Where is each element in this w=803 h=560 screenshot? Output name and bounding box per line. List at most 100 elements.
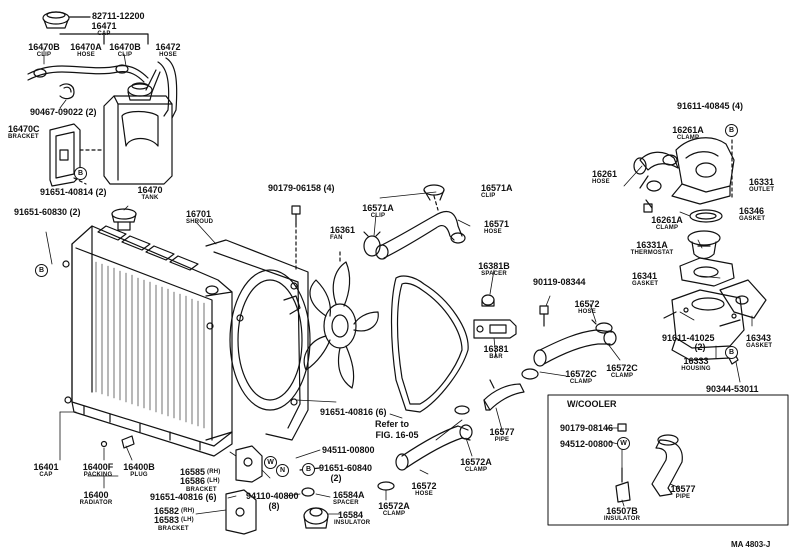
part-name-16331: OUTLET bbox=[749, 187, 775, 193]
part-name-16470B-right: CLIP bbox=[117, 52, 133, 58]
marker-b-tank: B bbox=[74, 167, 87, 180]
part-number-16577-cooler: 16577 bbox=[670, 484, 696, 494]
part-name-16572C-a: CLAMP bbox=[569, 379, 593, 385]
radiator-16400 bbox=[63, 209, 243, 456]
part-name-16400F: PACKING bbox=[83, 472, 113, 478]
part-name-16572-upper: HOSE bbox=[578, 309, 596, 315]
part-number-16572C-a: 16572C bbox=[565, 369, 597, 379]
part-number-16571A-upper: 16571A bbox=[481, 183, 513, 193]
thermostat-16331A bbox=[688, 231, 720, 259]
marker-w-bracket: W bbox=[264, 456, 277, 469]
upper-hose-16571 bbox=[376, 211, 465, 259]
part-number-16333: 16333 bbox=[683, 356, 709, 366]
marker-b-radiator: B bbox=[35, 264, 48, 277]
part-number-16381: 16381 bbox=[483, 344, 509, 354]
part-number-16381B: 16381B bbox=[478, 261, 510, 271]
part-number-16343: 16343 bbox=[746, 333, 772, 343]
part-name-16261A-lower: CLAMP bbox=[655, 225, 679, 231]
part-name-16381B: SPACER bbox=[481, 271, 507, 277]
part-number-16572A-lower: 16572A bbox=[378, 501, 410, 511]
part-number-90179-08146: 90179-08146 bbox=[560, 423, 614, 433]
part-name-16577: PIPE bbox=[494, 437, 510, 443]
part-name-16572C-b: CLAMP bbox=[610, 373, 634, 379]
cooler-inset-frame bbox=[548, 395, 788, 525]
part-name-16470: TANK bbox=[141, 195, 159, 201]
part-qty-94110-40800: (8) bbox=[268, 501, 280, 511]
marker-n-bracket: N bbox=[276, 464, 289, 477]
clamp-16572C-a bbox=[522, 369, 538, 379]
part-number-16400B: 16400B bbox=[123, 462, 155, 472]
part-name-16333: HOUSING bbox=[681, 366, 711, 372]
spacer-16584A bbox=[302, 488, 314, 496]
part-name-16261A-upper: CLAMP bbox=[676, 135, 700, 141]
part-number-91651-40816-shroud: 91651-40816 (6) bbox=[320, 407, 387, 417]
lower-hose-16572-upper bbox=[534, 330, 616, 366]
part-number-16341: 16341 bbox=[632, 271, 658, 281]
clip-16571A-lower bbox=[364, 232, 380, 256]
clamp-16572C-b bbox=[592, 320, 612, 333]
part-number-16261: 16261 bbox=[592, 169, 618, 179]
part-number-91611-41025: 91611-41025 bbox=[662, 333, 715, 343]
part-name-16381: BAR bbox=[489, 354, 503, 360]
part-side-16586: (LH) bbox=[207, 478, 220, 484]
part-number-16400F: 16400F bbox=[82, 462, 114, 472]
part-name-16470B-left: CLIP bbox=[36, 52, 52, 58]
gasket-16343 bbox=[720, 280, 766, 318]
part-name-16701: SHROUD bbox=[186, 219, 214, 225]
part-qty-91651-60840: (2) bbox=[330, 473, 342, 483]
part-name-16400: RADIATOR bbox=[79, 500, 113, 506]
part-number-16585: 16585 bbox=[180, 467, 206, 477]
part-number-16572C-b: 16572C bbox=[606, 363, 638, 373]
clamp-16572A-upper bbox=[455, 406, 469, 414]
part-name-16584: INSULATOR bbox=[334, 520, 371, 526]
part-name-16585-16586: BRACKET bbox=[186, 487, 217, 493]
refer-to-text: Refer to bbox=[374, 419, 410, 429]
cooler-pipe-16577 bbox=[652, 435, 682, 496]
part-number-16470A: 16470A bbox=[70, 42, 102, 52]
part-number-16331: 16331 bbox=[749, 177, 775, 187]
part-number-16400: 16400 bbox=[83, 490, 109, 500]
part-name-16572-lower: HOSE bbox=[415, 491, 433, 497]
part-number-90467: 90467-09022 (2) bbox=[30, 107, 97, 117]
part-number-16470B-right: 16470B bbox=[109, 42, 141, 52]
part-number-16346: 16346 bbox=[739, 206, 765, 216]
part-number-16701: 16701 bbox=[186, 209, 212, 219]
part-name-16331A: THERMOSTAT bbox=[630, 250, 674, 256]
part-number-16571: 16571 bbox=[484, 219, 510, 229]
part-number-16470B-left: 16470B bbox=[28, 42, 60, 52]
part-number-16584A: 16584A bbox=[333, 490, 365, 500]
part-number-16471: 16471 bbox=[91, 21, 117, 31]
radiator-cap-82711 bbox=[43, 12, 90, 28]
clamp-16572A-lower bbox=[378, 482, 394, 490]
part-name-16577-cooler: PIPE bbox=[675, 494, 691, 500]
part-name-16401: CAP bbox=[39, 472, 53, 478]
figure-code: MA 4803-J bbox=[731, 540, 771, 549]
part-name-16470C: BRACKET bbox=[8, 134, 39, 140]
part-number-16261A-lower: 16261A bbox=[651, 215, 683, 225]
part-number-91651-40814: 91651-40814 (2) bbox=[40, 187, 107, 197]
part-number-94511-00800: 94511-00800 bbox=[322, 445, 375, 455]
part-number-82711: 82711-12200 bbox=[92, 11, 145, 21]
part-number-16586: 16586 bbox=[180, 476, 206, 486]
bracket-16582-16583 bbox=[226, 490, 256, 534]
bracket-16585-16586 bbox=[236, 446, 262, 482]
tank-hose-16472 bbox=[158, 58, 177, 118]
clip-90467 bbox=[60, 84, 74, 99]
part-number-16577: 16577 bbox=[489, 427, 515, 437]
part-number-16401: 16401 bbox=[33, 462, 59, 472]
cooler-inset-title: W/COOLER bbox=[567, 399, 617, 409]
part-side-16582: (RH) bbox=[181, 508, 195, 514]
marker-b-bracket: B bbox=[302, 463, 315, 476]
bolt-90119-08344 bbox=[540, 306, 548, 326]
water-outlet-16331 bbox=[672, 138, 734, 204]
part-number-16331A: 16331A bbox=[636, 240, 668, 250]
part-number-16261A-upper: 16261A bbox=[672, 125, 704, 135]
part-name-16343: GASKET bbox=[746, 343, 773, 349]
reservoir-tank-16470 bbox=[104, 70, 172, 184]
fan-16361 bbox=[304, 252, 378, 388]
part-number-16572-upper: 16572 bbox=[574, 299, 600, 309]
part-name-16571A-lower: CLIP bbox=[370, 213, 386, 219]
fan-shroud-16701 bbox=[206, 240, 310, 440]
part-number-91651-60840: 91651-60840 bbox=[319, 463, 373, 473]
